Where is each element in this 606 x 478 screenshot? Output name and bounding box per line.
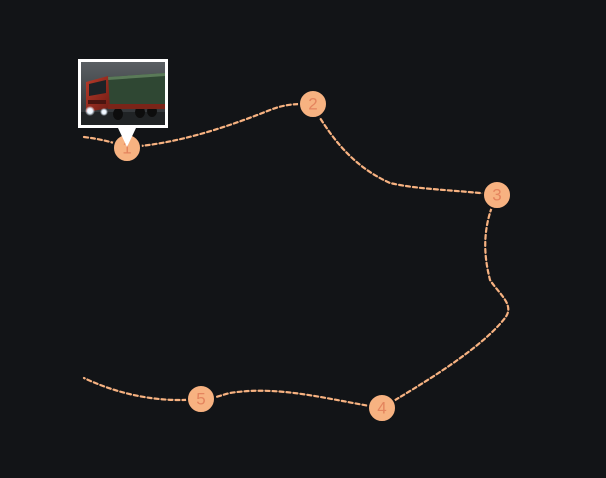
stop-marker-5[interactable]: 5 (186, 384, 216, 414)
stop-label: 2 (308, 95, 317, 114)
stop-label: 4 (377, 399, 386, 418)
truck-icon (81, 73, 165, 125)
stop-label: 3 (492, 186, 501, 205)
vehicle-callout[interactable] (78, 59, 168, 147)
stop-marker-3[interactable]: 3 (482, 180, 512, 210)
stop-label: 1 (122, 139, 131, 158)
route-line (82, 102, 510, 410)
stop-marker-2[interactable]: 2 (298, 89, 328, 119)
stop-label: 5 (196, 390, 205, 409)
stop-marker-4[interactable]: 4 (367, 393, 397, 423)
